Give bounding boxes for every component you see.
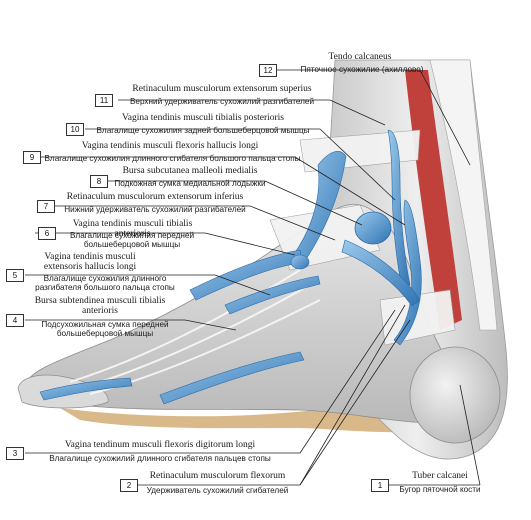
label-russian-8: Подкожная сумка медиальной лодыжки <box>114 179 266 188</box>
label-russian-12: Пяточное сухожилие (ахиллово) <box>300 65 424 74</box>
sheath-ext-digitorum <box>224 275 321 315</box>
label-number-7: 7 <box>37 200 55 213</box>
label-russian-10: Влагалище сухожилия задней большеберцово… <box>96 126 310 135</box>
label-latin-12: Tendo calcaneus <box>328 52 392 62</box>
label-russian-1: Бугор пяточной кости <box>399 485 481 494</box>
label-latin-6: Vagina tendinis musculi tibialis anterio… <box>72 219 193 239</box>
leader-lines <box>25 69 481 486</box>
label-latin-11: Retinaculum musculorum extensorum superi… <box>132 84 312 94</box>
label-russian-6: Влагалище сухожилия передней большеберцо… <box>69 231 195 249</box>
label-number-8: 8 <box>90 175 108 188</box>
calcaneal-tendon <box>429 59 498 331</box>
label-number-12: 12 <box>259 64 277 77</box>
label-number-6: 6 <box>38 227 56 240</box>
label-number-9: 9 <box>23 151 41 164</box>
label-russian-9: Влагалище сухожилия длинного сгибателя б… <box>44 154 301 163</box>
sheath-sole-flexor <box>159 351 305 405</box>
label-number-10: 10 <box>66 123 84 136</box>
label-number-4: 4 <box>6 314 24 327</box>
label-latin-4: Bursa subtendinea musculi tibialis anter… <box>34 296 166 316</box>
label-number-5: 5 <box>6 269 24 282</box>
sheath-big-toe <box>39 377 133 401</box>
sheath-flexor-digitorum <box>393 199 422 346</box>
label-russian-2: Удерживатель сухожилий сгибателей <box>146 486 289 495</box>
label-latin-8: Bursa subcutanea malleoli medialis <box>122 166 258 176</box>
heel-bone <box>409 346 501 444</box>
label-latin-10: Vagina tendinis musculi tibialis posteri… <box>121 113 284 123</box>
tendon-sheaths <box>39 129 422 405</box>
label-russian-7: Нижний удерживатель сухожилий разгибател… <box>64 205 246 214</box>
label-russian-3: Влагалище сухожилий длинного сгибателя п… <box>49 454 271 463</box>
label-latin-9: Vagina tendinis musculi flexoris halluci… <box>81 141 259 151</box>
sheath-flexor-hallucis <box>341 239 421 307</box>
label-latin-1: Tuber calcanei <box>412 471 468 481</box>
bursa-tibialis-anterior <box>290 254 310 270</box>
label-number-11: 11 <box>95 94 113 107</box>
label-russian-11: Верхний удерживатель сухожилий разгибате… <box>129 97 315 106</box>
label-number-3: 3 <box>6 447 24 460</box>
label-number-1: 1 <box>371 479 389 492</box>
label-latin-2: Retinaculum musculorum flexorum <box>149 471 286 481</box>
label-russian-5: Влагалище сухожилия длинного разгибателя… <box>35 274 175 292</box>
label-russian-4: Подсухожильная сумка передней большеберц… <box>41 320 169 338</box>
label-latin-3: Vagina tendinum musculi flexoris digitor… <box>64 440 256 450</box>
label-latin-5: Vagina tendinis musculi extensoris hallu… <box>43 252 137 272</box>
label-latin-7: Retinaculum musculorum extensorum inferi… <box>66 192 244 202</box>
bursa-malleoli-medialis <box>354 211 392 245</box>
label-number-2: 2 <box>120 479 138 492</box>
